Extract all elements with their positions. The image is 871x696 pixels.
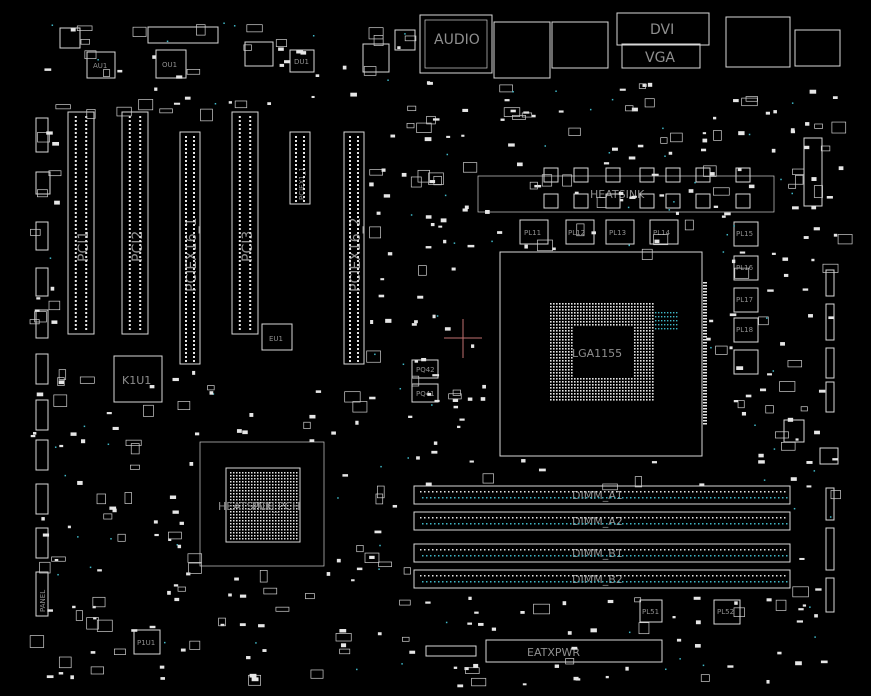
svg-text:PL14: PL14: [653, 229, 671, 237]
dimm-a2-slot[interactable]: [413, 511, 791, 531]
rear-io: AUDIO DVI VGA: [419, 12, 841, 79]
dimm-b1-slot[interactable]: [413, 543, 791, 563]
pci1-label: PCI1: [76, 231, 92, 262]
pci3-slot[interactable]: [231, 111, 259, 335]
pci3-label: PCI3: [240, 231, 256, 262]
vrm-chokes: [543, 167, 751, 209]
dimm-pins: [420, 491, 788, 583]
vga-label: VGA: [645, 50, 675, 66]
expansion-slots: PCI1 PCI2 PCIEX16_1 PCI3 PCIEX1_1 PCIEX1…: [67, 111, 365, 365]
pciex1-1-label: PCIEX1_1: [298, 167, 306, 200]
panel-header[interactable]: [35, 571, 49, 617]
au1-label: AU1: [93, 62, 107, 70]
slot-pins: [74, 116, 359, 362]
cursor-crosshair: [444, 319, 482, 358]
audio-label: AUDIO: [434, 32, 480, 48]
p1u1-chip[interactable]: [133, 629, 161, 655]
dvi-label: DVI: [650, 22, 674, 38]
ou1-label: OU1: [162, 61, 177, 69]
pciex16-2-slot[interactable]: [343, 131, 365, 365]
svg-text:PL17: PL17: [736, 296, 753, 304]
k1u1-label: K1U1: [122, 374, 151, 387]
dimm-b2-slot[interactable]: [413, 569, 791, 589]
pch-label: PCH: [252, 500, 275, 513]
pq41-label: PQ41: [416, 390, 435, 398]
pci2-slot[interactable]: [121, 111, 149, 335]
pch-ball-grid: [230, 472, 298, 540]
du1-label: DU1: [294, 58, 309, 66]
heatsink-pch-label: HEATSINK_PCH: [218, 500, 300, 513]
pl52-label: PL52: [717, 608, 734, 616]
pch-heatsink-outline: [199, 441, 325, 567]
cpu-socket[interactable]: [499, 251, 703, 457]
svg-text:PL11: PL11: [524, 229, 541, 237]
eu1-label: EU1: [269, 335, 283, 343]
k1u1-chip[interactable]: [113, 355, 163, 403]
pciex1-1-slot[interactable]: [289, 131, 311, 205]
dimm-a1-slot[interactable]: [413, 485, 791, 505]
eu1-chip[interactable]: [261, 323, 293, 351]
socket-label: LGA1155: [572, 347, 622, 360]
vrm-heatsink-outline: [477, 175, 775, 213]
svg-text:PL13: PL13: [609, 229, 626, 237]
dimm-a2-label: DIMM_A2: [572, 515, 623, 528]
vga-connector[interactable]: [621, 43, 701, 69]
socket-pin-grid: [550, 282, 707, 425]
dvi-connector[interactable]: [616, 12, 710, 46]
svg-text:PL15: PL15: [736, 230, 753, 238]
pq42-label: PQ42: [416, 366, 435, 374]
pciex16-1-slot[interactable]: [179, 131, 201, 365]
dimm-a1-label: DIMM_A1: [572, 489, 623, 502]
eatxpwr-label: EATXPWR: [527, 646, 580, 659]
pl51-label: PL51: [642, 608, 659, 616]
pci1-slot[interactable]: [67, 111, 95, 335]
dimm-b1-label: DIMM_B1: [572, 547, 623, 560]
pciex16-1-label: PCIEX16_1: [184, 217, 200, 292]
left-headers: [35, 117, 51, 559]
pciex16-2-label: PCIEX16_2: [348, 217, 364, 292]
dimm-b2-label: DIMM_B2: [572, 573, 623, 586]
p1u1-label: P1U1: [137, 639, 155, 647]
pci2-label: PCI2: [130, 231, 146, 262]
svg-text:PL18: PL18: [736, 326, 753, 334]
smd-components: [29, 22, 853, 688]
audio-connector[interactable]: [419, 14, 493, 74]
panel-label: PANEL: [39, 590, 47, 612]
pch-chip[interactable]: [225, 467, 301, 543]
